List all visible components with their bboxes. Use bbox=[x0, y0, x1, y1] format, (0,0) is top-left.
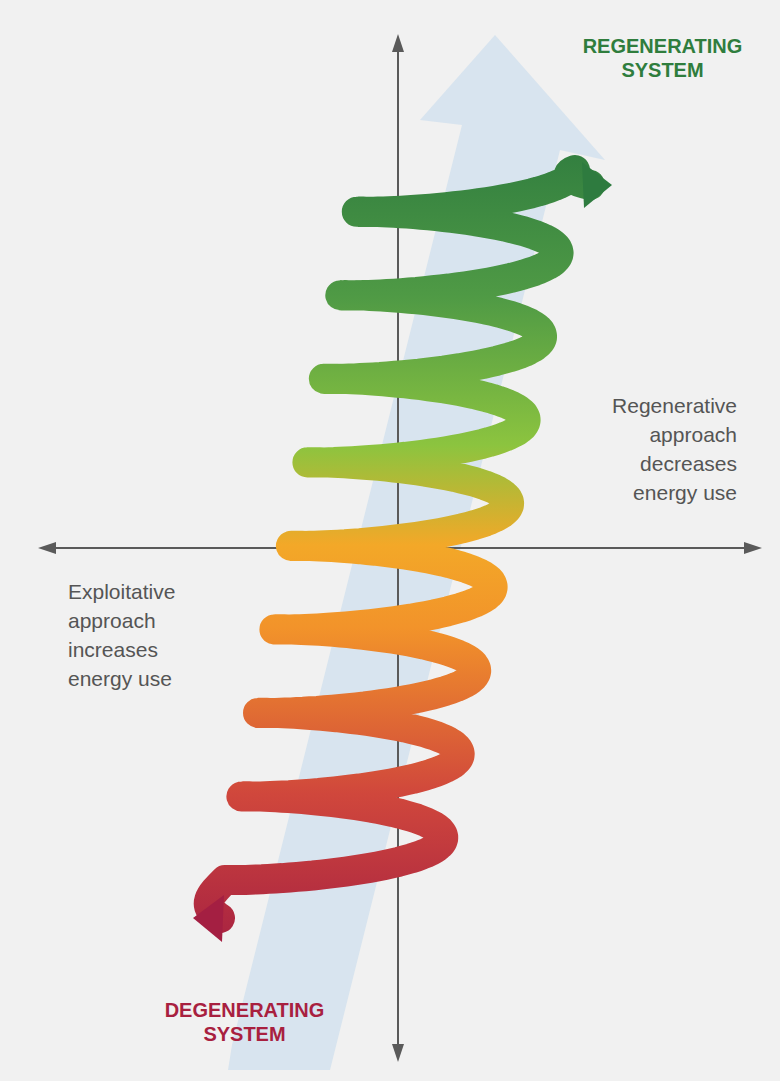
spiral-coil bbox=[209, 170, 590, 918]
degenerating-arrowhead bbox=[193, 895, 224, 942]
regenerating-arrowhead bbox=[582, 162, 612, 208]
approach-note: Exploitative approach increases energy u… bbox=[68, 578, 208, 694]
coil-stroke bbox=[209, 170, 590, 918]
system-title: REGENERATING SYSTEM bbox=[575, 34, 750, 82]
approach-note: Regenerative approach decreases energy u… bbox=[597, 392, 737, 508]
axes bbox=[38, 34, 762, 1062]
system-title: DEGENERATING SYSTEM bbox=[157, 998, 332, 1046]
